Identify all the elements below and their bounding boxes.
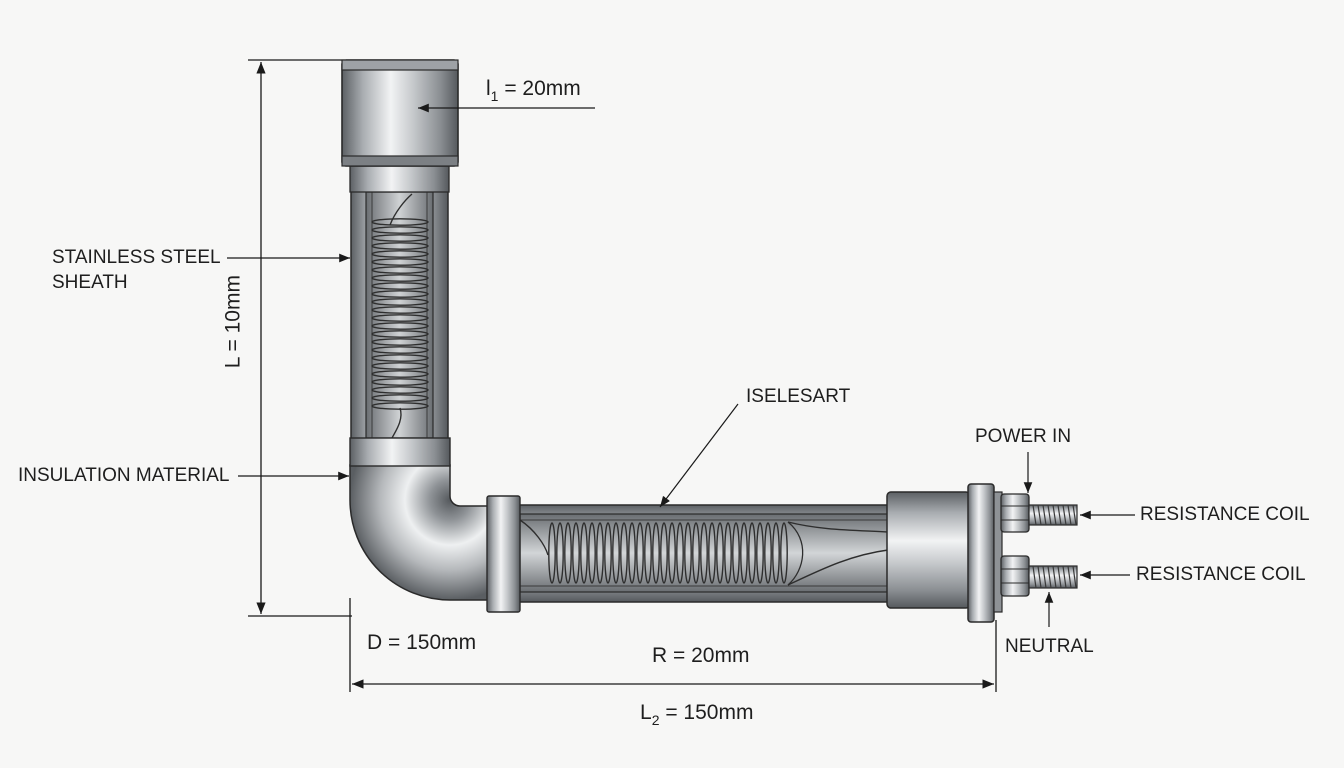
horizontal-coil: [548, 522, 788, 584]
top-end-cap: [341, 59, 459, 167]
terminal-top: [1000, 493, 1078, 533]
dimension-D-label: D = 150mm: [367, 631, 477, 654]
resistance-coil-bottom-label: RESISTANCE COIL: [1136, 564, 1306, 585]
sheath-label: STAINLESS STEEL SHEATH: [52, 246, 221, 295]
center-callout-label: ISELESART: [746, 386, 851, 407]
dimension-L: [248, 59, 352, 617]
vertical-tube: [349, 165, 450, 443]
dimension-l1-label: l1 = 20mm: [486, 77, 581, 104]
insulation-label: INSULATION MATERIAL: [18, 465, 230, 486]
power-in-label: POWER IN: [975, 426, 1072, 447]
dimension-L2: [349, 598, 997, 692]
dimension-L-label: L = 10mm: [221, 275, 245, 369]
dimension-R-label: R = 20mm: [652, 644, 750, 667]
vertical-collar: [349, 437, 451, 467]
terminal-bottom: [1000, 555, 1078, 597]
resistance-coil-top-label: RESISTANCE COIL: [1140, 504, 1310, 525]
terminal-housing: [886, 483, 1003, 623]
elbow-bend: [349, 464, 493, 601]
horizontal-collar: [486, 495, 521, 613]
sheath-label-line-2: SHEATH: [52, 271, 128, 293]
leader-lines: [227, 103, 1135, 627]
neutral-label: NEUTRAL: [1005, 636, 1094, 657]
horizontal-tube: [514, 504, 891, 603]
dimension-L2-label: L2 = 150mm: [640, 701, 754, 728]
sheath-label-line-1: STAINLESS STEEL: [52, 247, 221, 268]
vertical-coil: [371, 218, 429, 410]
